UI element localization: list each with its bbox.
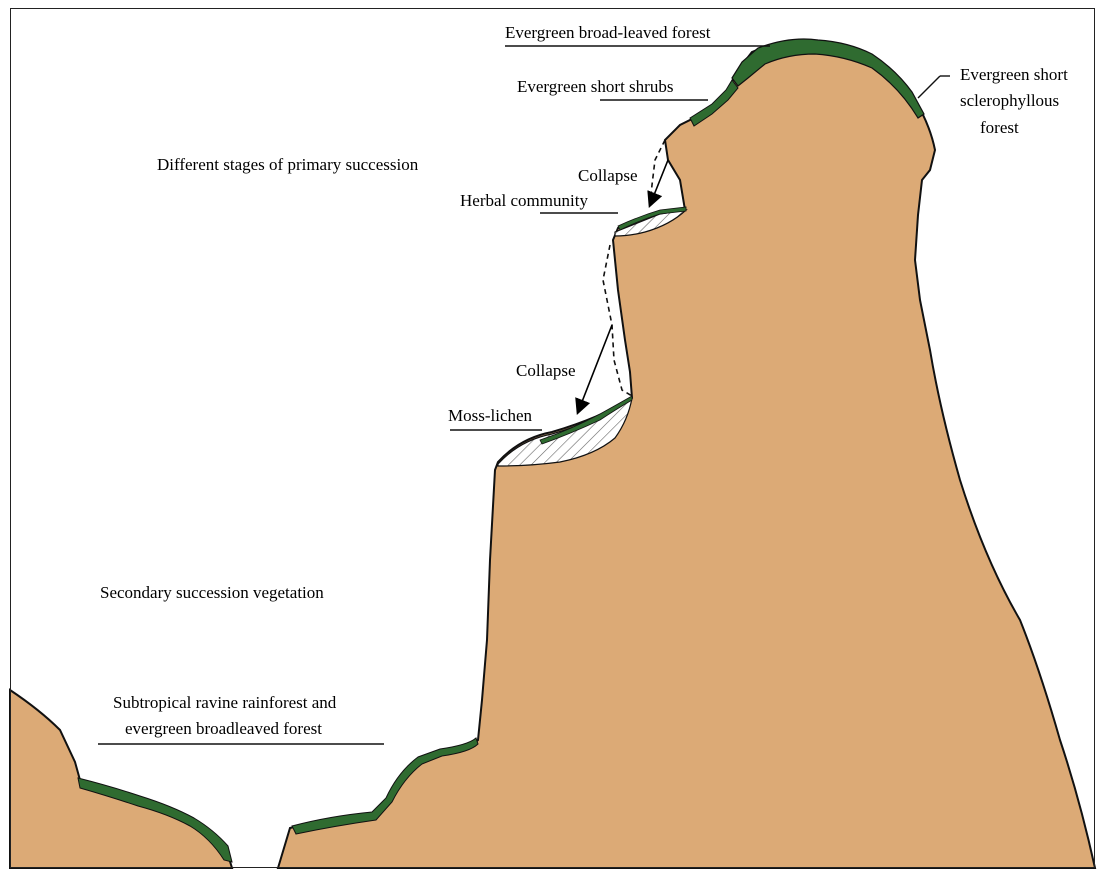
label-secondary-succession: Secondary succession vegetation (100, 583, 324, 602)
label-collapse-upper: Collapse (578, 166, 638, 185)
label-herbal-community: Herbal community (460, 191, 588, 210)
lower-collapse-arrow (578, 325, 612, 412)
label-sclerophyllous-line1: Evergreen short (960, 65, 1068, 84)
label-collapse-lower: Collapse (516, 361, 576, 380)
label-ravine-line2: evergreen broadleaved forest (125, 719, 322, 738)
label-evergreen-short-shrubs: Evergreen short shrubs (517, 77, 673, 96)
left-rock (10, 690, 232, 868)
label-primary-succession: Different stages of primary succession (157, 155, 419, 174)
sclerophyllous-leader (918, 76, 940, 98)
label-ravine-line1: Subtropical ravine rainforest and (113, 693, 337, 712)
label-evergreen-broad-leaved-forest: Evergreen broad-leaved forest (505, 23, 711, 42)
label-moss-lichen: Moss-lichen (448, 406, 533, 425)
label-sclerophyllous-line2: sclerophyllous (960, 91, 1059, 110)
label-sclerophyllous-line3: forest (980, 118, 1019, 137)
upper-collapse-arrow (650, 160, 668, 205)
